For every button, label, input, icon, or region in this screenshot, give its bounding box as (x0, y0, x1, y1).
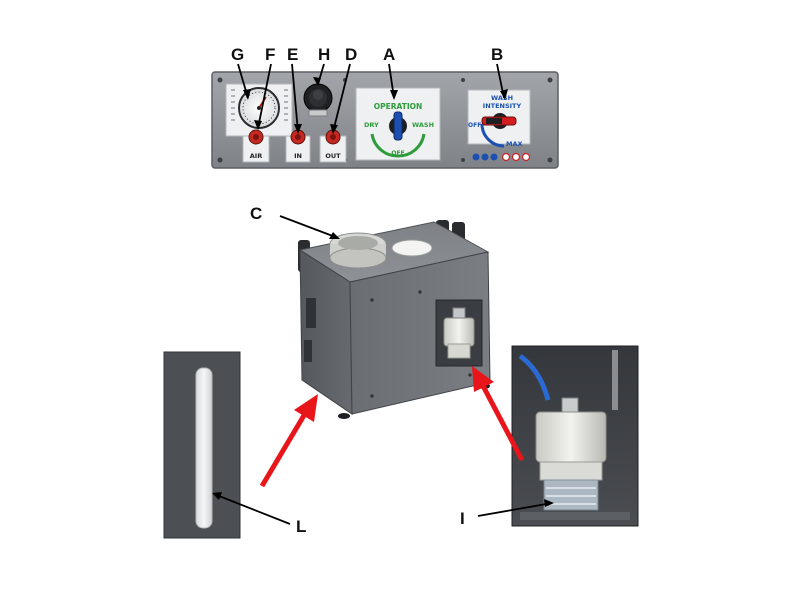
wash-container[interactable] (329, 232, 387, 269)
callout-i: I (460, 509, 465, 528)
in-coupler[interactable]: IN (285, 129, 311, 163)
pictogram-row (472, 152, 531, 162)
fill-opening (391, 239, 433, 257)
wash-intensity-label-wash: WASH (491, 94, 513, 102)
air-coupler[interactable]: AIR (242, 129, 270, 163)
screw-icon (547, 157, 553, 163)
in-label: IN (294, 152, 302, 160)
callout-h: H (318, 45, 330, 64)
callout-labels: G F E H D A B C L I (231, 45, 503, 536)
wash-intensity-label-intensity: INTENSITY (483, 102, 522, 110)
callout-a: A (383, 45, 395, 64)
pressure-regulator-knob[interactable] (303, 83, 333, 117)
screw-icon (217, 157, 223, 163)
callout-d: D (345, 45, 357, 64)
warning-icon (501, 152, 511, 162)
intensity-off-label: OFF (468, 122, 481, 129)
callout-g: G (231, 45, 244, 64)
warning-icon (521, 152, 531, 162)
white-strip (195, 367, 213, 529)
dry-label: DRY (364, 121, 379, 129)
wash-intensity-control[interactable]: WASH INTENSITY OFF MAX (467, 89, 531, 148)
callout-arrowheads (212, 77, 554, 507)
intensity-max-label: MAX (506, 140, 523, 148)
gauge-scale-marks (231, 89, 288, 121)
off-label: OFF (391, 150, 404, 157)
strip-inset (163, 351, 241, 539)
callout-e: E (287, 45, 298, 64)
washer-cabinet (298, 220, 491, 419)
callout-b: B (491, 45, 503, 64)
screw-icon (461, 158, 465, 162)
callout-l: L (296, 517, 306, 536)
filter-inset (511, 345, 639, 527)
out-coupler[interactable]: OUT (319, 129, 347, 163)
screw-icon (461, 78, 465, 82)
pressure-gauge (238, 87, 280, 129)
screw-icon (547, 77, 553, 83)
control-panel: AIR IN OUT OPERATION (211, 71, 559, 169)
operation-label: OPERATION (374, 102, 423, 111)
air-label: AIR (250, 152, 262, 160)
warning-icon (511, 152, 521, 162)
instruction-icon (481, 153, 489, 161)
screw-icon (217, 77, 223, 83)
instruction-icon (490, 153, 498, 161)
callout-f: F (265, 45, 275, 64)
filter-housing[interactable] (443, 307, 475, 359)
filter-assembly[interactable] (535, 397, 607, 511)
wash-label: WASH (412, 121, 434, 129)
red-arrow-to-strip (259, 394, 318, 488)
instruction-icon (472, 153, 480, 161)
operation-selector[interactable]: OPERATION DRY WASH OFF (355, 87, 441, 161)
red-arrow-to-filter (472, 366, 525, 462)
callout-c: C (250, 204, 262, 223)
filter-housing-icon (443, 317, 475, 347)
out-label: OUT (325, 152, 341, 160)
